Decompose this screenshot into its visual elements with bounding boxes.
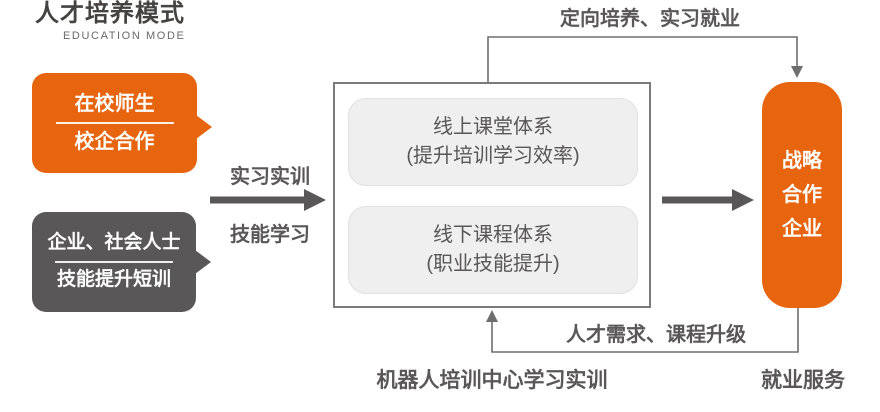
offline-course-desc: (职业技能提升) [426, 253, 560, 275]
bubble-tail-icon [195, 250, 211, 274]
bubble-tail-icon [196, 115, 212, 139]
page-subtitle: EDUCATION MODE [63, 30, 186, 42]
bubble-divider [55, 261, 173, 263]
online-course-panel: 线上课堂体系 (提升培训学习效率) [348, 98, 638, 186]
top-feedback-label: 定向培养、实习就业 [560, 8, 740, 30]
bottom-feedback-label: 人才需求、课程升级 [566, 324, 746, 346]
input-arrow-head [304, 189, 326, 211]
training-center-box: 线上课堂体系 (提升培训学习效率) 线下课程体系 (职业技能提升) [333, 82, 651, 308]
input-flow-label-bottom: 技能学习 [230, 224, 310, 246]
source-bubble-enterprise: 企业、社会人士 技能提升短训 [32, 212, 211, 312]
input-flow-label-top: 实习实训 [230, 166, 310, 188]
source-bubble-school: 在校师生 校企合作 [32, 73, 212, 173]
employment-service-caption: 就业服务 [761, 369, 845, 392]
source-enterprise-line1: 企业、社会人士 [47, 232, 181, 254]
online-course-desc: (提升培训学习效率) [406, 145, 580, 167]
output-arrow-head [732, 189, 754, 211]
source-school-line2: 校企合作 [74, 131, 155, 153]
partner-line3: 企业 [782, 218, 822, 240]
offline-course-panel: 线下课程体系 (职业技能提升) [348, 206, 638, 294]
online-course-name: 线上课堂体系 [433, 116, 553, 138]
offline-course-name: 线下课程体系 [433, 224, 553, 246]
partner-line1: 战略 [782, 150, 822, 172]
training-center-caption: 机器人培训中心学习实训 [376, 369, 608, 392]
source-enterprise-line2: 技能提升短训 [56, 269, 171, 290]
page-title: 人才培养模式 [35, 0, 185, 27]
top-feedback-arrowhead [791, 66, 803, 78]
bubble-divider [55, 122, 174, 124]
partner-enterprise-box: 战略 合作 企业 [762, 82, 842, 308]
source-school-line1: 在校师生 [74, 93, 155, 115]
top-feedback-line [487, 36, 798, 82]
partner-line2: 合作 [782, 184, 822, 206]
